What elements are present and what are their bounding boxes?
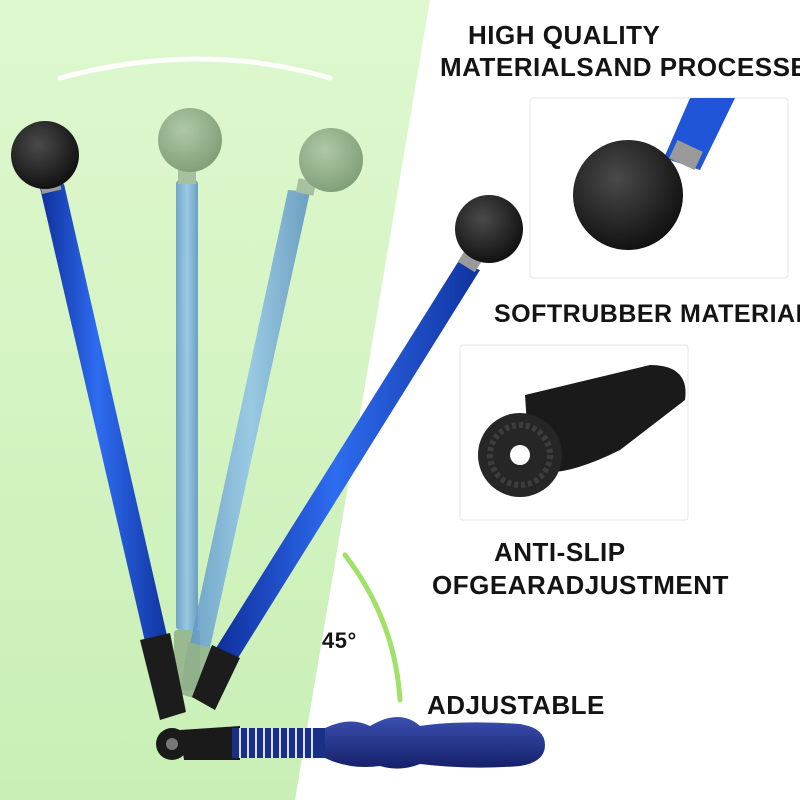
adjustable-caption: ADJUSTABLE: [427, 690, 605, 720]
trainer-shaft-right: [192, 195, 523, 710]
angle-label: 45°: [322, 628, 357, 653]
angle-arc: [342, 552, 403, 703]
rubber-ball-photo-card: [529, 97, 789, 279]
gear-joint-photo-card: [459, 344, 689, 521]
rubber-caption: SOFTRUBBER MATERIAL: [494, 300, 800, 328]
trainer-shaft-left: [11, 121, 186, 720]
swing-motion-arc: [57, 56, 333, 81]
trainer-grip-assembly: [156, 717, 545, 769]
gear-caption-line-2: OFGEARADJUSTMENT: [432, 570, 729, 600]
molded-grip: [325, 717, 545, 769]
faded-trainer-shaft-2: [180, 128, 363, 700]
gear-caption-line-1: ANTI-SLIP: [494, 537, 626, 567]
headline-line-2: MATERIALSAND PROCESSES: [440, 52, 800, 82]
headline-line-1: HIGH QUALITY: [468, 20, 661, 50]
